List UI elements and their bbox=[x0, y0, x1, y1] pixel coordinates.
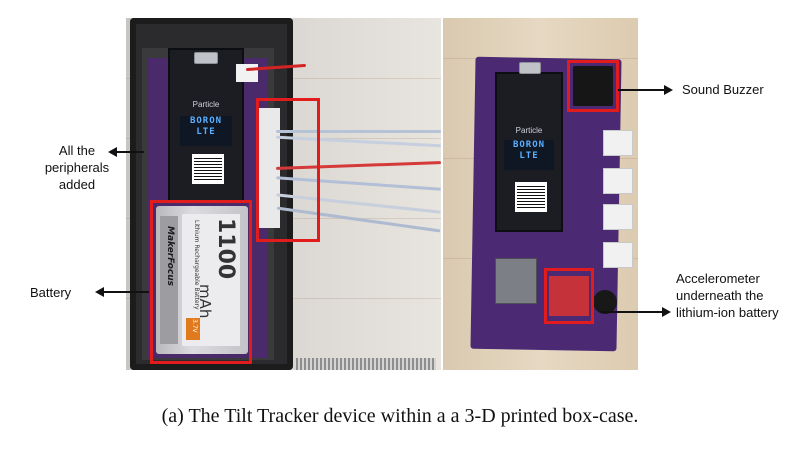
spring-coil bbox=[296, 358, 436, 370]
peripherals-label: All the peripherals added bbox=[44, 143, 110, 192]
battery-arrow-head bbox=[95, 287, 104, 297]
board-model-line1: BORON bbox=[189, 116, 223, 126]
board-model-line1: BORON bbox=[512, 140, 546, 150]
accelerometer-annotation-label: Accelerometer underneath the lithium-ion… bbox=[676, 271, 779, 320]
battery-highlight-box bbox=[150, 200, 252, 364]
usb-port bbox=[519, 62, 541, 74]
jst-connector bbox=[603, 242, 633, 268]
buzzer-arrow-line bbox=[618, 89, 664, 91]
left-device-photo: Particle BORON LTE 1100 mAh Lithium Rech… bbox=[126, 18, 441, 370]
boron-microcontroller: Particle BORON LTE bbox=[495, 62, 563, 232]
qr-code bbox=[192, 154, 224, 184]
accelerometer-arrow-head bbox=[662, 307, 671, 317]
board-brand-text: Particle bbox=[192, 100, 220, 109]
accelerometer-highlight-box bbox=[544, 268, 594, 324]
buzzer-annotation-label: Sound Buzzer bbox=[682, 82, 764, 97]
jst-connector bbox=[603, 168, 633, 194]
peripherals-highlight-box bbox=[256, 98, 320, 242]
battery-label: 1100 mAh Lithium Rechargeable Battery 3.… bbox=[182, 214, 240, 346]
battery-brand-strip: MakerFocus bbox=[160, 216, 178, 344]
figure-caption: (a) The Tilt Tracker device within a a 3… bbox=[161, 405, 639, 427]
jst-connector bbox=[603, 204, 633, 230]
board-model-line2: LTE bbox=[519, 151, 539, 161]
battery-voltage-tag: 3.7V bbox=[186, 318, 200, 340]
peripherals-arrow-line bbox=[116, 151, 144, 153]
boron-microcontroller: Particle BORON LTE bbox=[168, 48, 244, 202]
buzzer-highlight-box bbox=[567, 60, 619, 112]
accelerometer-arrow-line bbox=[600, 311, 662, 313]
lithium-battery: 1100 mAh Lithium Rechargeable Battery 3.… bbox=[156, 206, 248, 354]
sound-buzzer bbox=[573, 66, 613, 106]
switch-knob bbox=[593, 290, 617, 314]
peripheral-connectors bbox=[258, 108, 280, 228]
buzzer-arrow-head bbox=[664, 85, 673, 95]
battery-arrow-line bbox=[103, 291, 149, 293]
usb-port bbox=[194, 52, 218, 64]
accelerometer-module bbox=[549, 276, 589, 316]
board-model-line2: LTE bbox=[196, 127, 216, 137]
peripherals-arrow-head bbox=[108, 147, 117, 157]
jst-connector bbox=[603, 130, 633, 156]
board-brand-text: Particle bbox=[515, 126, 543, 135]
sd-card-slot bbox=[495, 258, 537, 304]
qr-code bbox=[515, 182, 547, 212]
battery-annotation-label: Battery bbox=[30, 285, 72, 300]
board-model-area: BORON LTE bbox=[180, 116, 232, 146]
right-device-photo: Particle BORON LTE bbox=[443, 18, 638, 370]
board-model-area: BORON LTE bbox=[504, 140, 554, 170]
ribbon-wire bbox=[276, 130, 441, 133]
